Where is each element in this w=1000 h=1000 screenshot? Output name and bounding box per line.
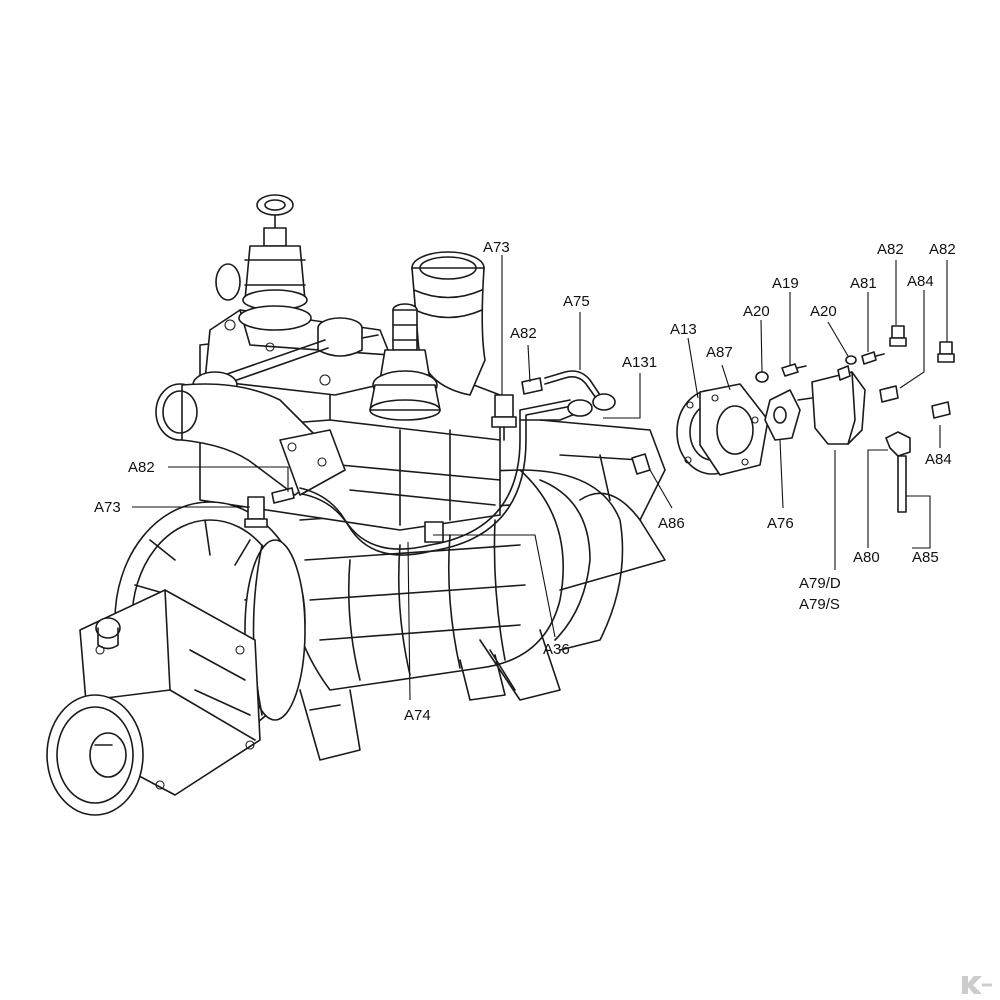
exploded-parts bbox=[631, 325, 955, 513]
label-a82-mid: A82 bbox=[510, 325, 537, 342]
label-a73-top: A73 bbox=[483, 239, 510, 256]
label-a79-s: A79/S bbox=[799, 596, 840, 613]
pump-feet bbox=[299, 654, 506, 761]
callout-labels: A73 A82 A75 A131 A13 A87 A20 A19 A20 A81… bbox=[94, 239, 956, 724]
label-a74: A74 bbox=[404, 707, 431, 724]
outlet-elbow bbox=[411, 251, 486, 396]
label-a87: A87 bbox=[706, 344, 733, 361]
rear-frame bbox=[479, 419, 666, 701]
label-a36: A36 bbox=[543, 641, 570, 658]
label-a73-left: A73 bbox=[94, 499, 121, 516]
label-a79-d: A79/D bbox=[799, 575, 841, 592]
label-a82-right-2: A82 bbox=[929, 241, 956, 258]
relief-valve-handle bbox=[215, 194, 312, 331]
label-a82-right-1: A82 bbox=[877, 241, 904, 258]
label-a76: A76 bbox=[767, 515, 794, 532]
label-a80: A80 bbox=[853, 549, 880, 566]
oil-lines bbox=[299, 370, 601, 556]
label-a13: A13 bbox=[670, 321, 697, 338]
label-a84-top: A84 bbox=[907, 273, 934, 290]
label-a20-right: A20 bbox=[810, 303, 837, 320]
drive-pulley bbox=[46, 694, 144, 816]
k-logo-icon bbox=[962, 976, 992, 994]
label-a19: A19 bbox=[772, 275, 799, 292]
fittings bbox=[244, 377, 616, 543]
label-a85: A85 bbox=[912, 549, 939, 566]
label-a20-left: A20 bbox=[743, 303, 770, 320]
leader-lines bbox=[132, 255, 948, 701]
small-gauge bbox=[317, 317, 379, 357]
label-a81: A81 bbox=[850, 275, 877, 292]
label-a86: A86 bbox=[658, 515, 685, 532]
label-a84-bottom: A84 bbox=[925, 451, 952, 468]
tank-valve bbox=[369, 303, 441, 421]
label-a75: A75 bbox=[563, 293, 590, 310]
label-a82-left: A82 bbox=[128, 459, 155, 476]
label-a131: A131 bbox=[622, 354, 657, 371]
